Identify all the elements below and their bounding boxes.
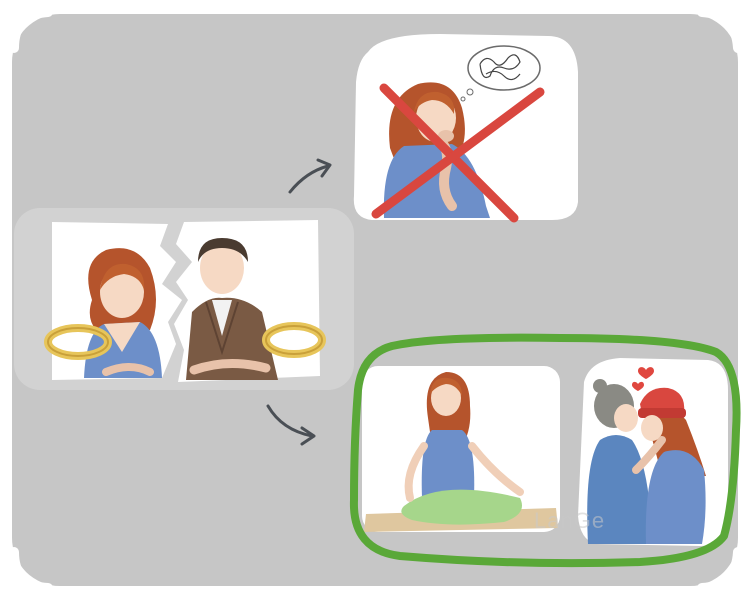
- thought-bubble-icon: [460, 45, 541, 102]
- arrow-icon: [288, 164, 330, 194]
- corner-bracket-bottom-right: [697, 547, 743, 593]
- heart-icon: [632, 381, 644, 391]
- highlight-outline: [349, 333, 741, 568]
- cross-out-icon: [371, 83, 545, 223]
- positive-panel: [349, 333, 741, 568]
- corner-bracket-top-left: [9, 7, 53, 53]
- corner-bracket-top-right: [697, 7, 743, 53]
- sad-panel: [353, 34, 578, 223]
- meditating-woman-figure: [364, 372, 558, 532]
- divorce-panel: [14, 208, 354, 390]
- wedding-ring-icon: [44, 324, 112, 360]
- man-figure: [186, 238, 278, 380]
- wedding-ring-icon: [262, 322, 326, 358]
- arrow-icon: [266, 404, 314, 438]
- watermark-text: LanGe: [534, 508, 606, 533]
- heart-icon: [638, 367, 654, 379]
- arrow-head-icon: [316, 158, 332, 178]
- corner-bracket-bottom-left: [9, 547, 53, 593]
- arrow-head-icon: [300, 426, 316, 446]
- woman-figure: [84, 248, 162, 378]
- happy-couple-figure: [587, 379, 706, 544]
